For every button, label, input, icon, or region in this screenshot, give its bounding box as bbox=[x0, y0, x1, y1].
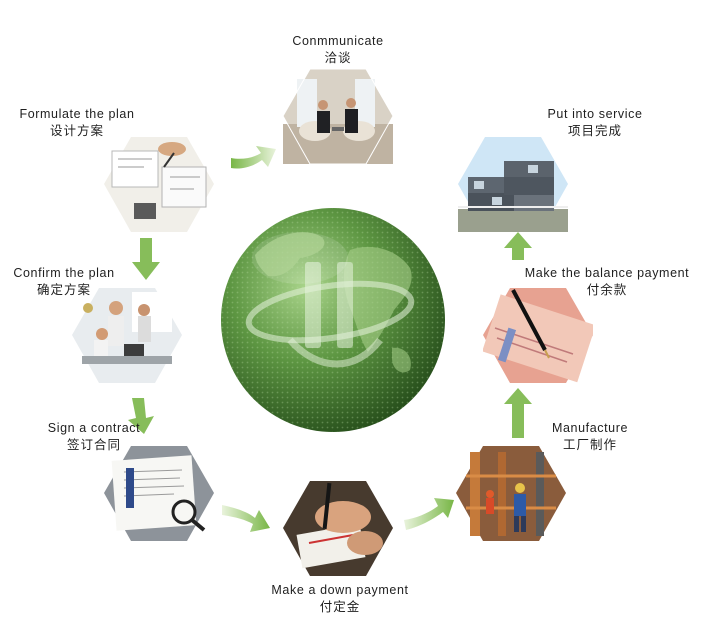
blueprint-drawing-photo bbox=[104, 137, 214, 232]
label-down-payment: Make a down payment 付定金 bbox=[255, 582, 425, 616]
label-manufacture-en: Manufacture bbox=[551, 421, 629, 435]
label-sign-en: Sign a contract bbox=[47, 421, 141, 435]
label-confirm-en: Confirm the plan bbox=[13, 266, 115, 280]
step-photo-manufacture bbox=[456, 446, 566, 541]
label-balance-en: Make the balance payment bbox=[524, 266, 690, 280]
label-balance: Make the balance payment 付余款 bbox=[510, 265, 704, 299]
step-photo-down-payment bbox=[283, 481, 393, 576]
factory-workers-photo bbox=[456, 446, 566, 541]
label-formulate-en: Formulate the plan bbox=[19, 107, 135, 121]
contract-magnifier-photo bbox=[104, 446, 214, 541]
label-service-zh: 项目完成 bbox=[567, 124, 622, 138]
arrow-manufacture-to-balance bbox=[504, 388, 532, 438]
label-sign-zh: 签订合同 bbox=[66, 438, 121, 452]
label-formulate: Formulate the plan 设计方案 bbox=[2, 106, 152, 140]
label-formulate-zh: 设计方案 bbox=[49, 124, 104, 138]
label-sign: Sign a contract 签订合同 bbox=[30, 420, 158, 454]
step-photo-formulate bbox=[104, 137, 214, 232]
green-globe-logo-icon bbox=[221, 208, 445, 432]
label-service-en: Put into service bbox=[547, 107, 643, 121]
arrow-balance-to-service bbox=[504, 232, 532, 260]
label-down-payment-en: Make a down payment bbox=[271, 583, 409, 597]
label-manufacture-zh: 工厂制作 bbox=[562, 438, 617, 452]
pen-on-cheque-photo bbox=[483, 288, 593, 383]
arrow-formulate-to-confirm bbox=[132, 238, 160, 280]
label-service: Put into service 项目完成 bbox=[530, 106, 660, 140]
step-photo-confirm bbox=[72, 288, 182, 383]
arrow-confirm-to-sign bbox=[128, 398, 154, 434]
label-communicate-zh: 洽谈 bbox=[324, 51, 352, 65]
label-manufacture: Manufacture 工厂制作 bbox=[530, 420, 650, 454]
label-down-payment-zh: 付定金 bbox=[319, 600, 361, 614]
arrow-sign-to-down-payment bbox=[222, 505, 270, 532]
label-balance-zh: 付余款 bbox=[586, 283, 628, 297]
arrow-communicate-to-formulate bbox=[231, 146, 276, 169]
label-confirm-zh: 确定方案 bbox=[36, 283, 91, 297]
office-meeting-photo bbox=[72, 288, 182, 383]
step-photo-service bbox=[458, 137, 568, 232]
step-photo-balance bbox=[483, 288, 593, 383]
business-meeting-photo bbox=[283, 69, 393, 164]
arrow-down-payment-to-manufacture bbox=[404, 498, 454, 530]
signing-pen-photo bbox=[283, 481, 393, 576]
label-confirm: Confirm the plan 确定方案 bbox=[0, 265, 128, 299]
label-communicate: Conmmunicate 洽谈 bbox=[258, 33, 418, 67]
step-photo-sign bbox=[104, 446, 214, 541]
label-communicate-en: Conmmunicate bbox=[292, 34, 384, 48]
step-photo-communicate bbox=[283, 69, 393, 164]
container-house-photo bbox=[458, 137, 568, 232]
